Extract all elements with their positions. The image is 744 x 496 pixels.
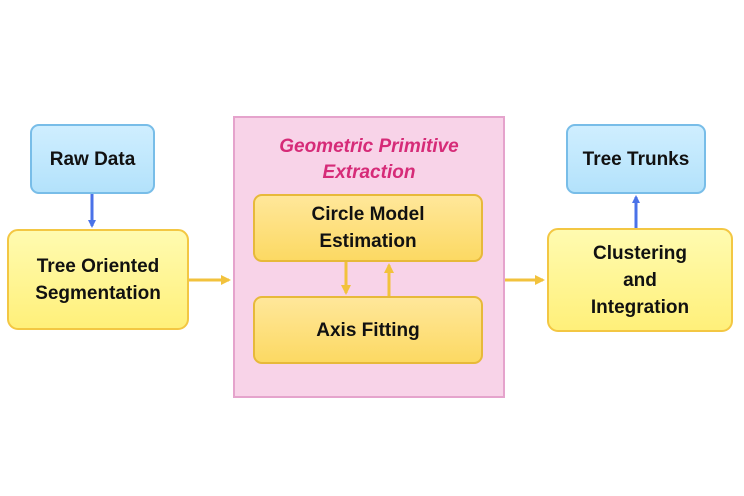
tree-oriented-segmentation-node: Tree Oriented Segmentation — [7, 229, 189, 330]
geometric-primitive-extraction-title: Geometric Primitive Extraction — [279, 136, 459, 183]
raw-data-node: Raw Data — [30, 124, 155, 194]
tree-trunks-node: Tree Trunks — [566, 124, 706, 194]
axis-fitting-node: Axis Fitting — [253, 296, 483, 364]
circle-model-estimation-node: Circle Model Estimation — [253, 194, 483, 262]
clustering-and-integration-node: Clustering and Integration — [547, 228, 733, 332]
